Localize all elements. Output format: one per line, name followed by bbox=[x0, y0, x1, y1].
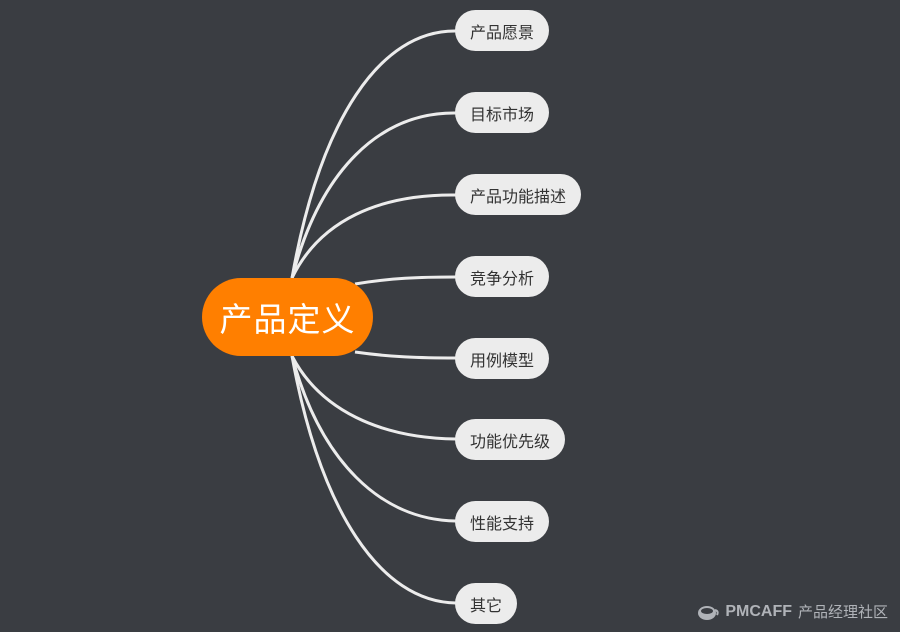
branch-node-product-vision[interactable]: 产品愿景 bbox=[455, 10, 550, 51]
branch-node-competitive-analysis[interactable]: 竞争分析 bbox=[455, 256, 550, 297]
branch-node-label: 功能优先级 bbox=[470, 431, 551, 451]
watermark-tagline: 产品经理社区 bbox=[797, 603, 888, 621]
branch-node-label: 用例模型 bbox=[470, 350, 535, 370]
branch-node-label: 其它 bbox=[470, 595, 503, 615]
branch-node-label: 竞争分析 bbox=[470, 268, 535, 288]
branch-node-use-case-model[interactable]: 用例模型 bbox=[455, 338, 550, 379]
branch-node-label: 产品愿景 bbox=[470, 22, 535, 42]
connector-line bbox=[354, 350, 457, 360]
branch-node-label: 目标市场 bbox=[470, 104, 535, 124]
connector-line bbox=[290, 29, 457, 279]
connector-line bbox=[290, 355, 457, 441]
coffee-cup-icon bbox=[698, 605, 719, 620]
connector-line bbox=[290, 355, 457, 605]
branch-node-label: 性能支持 bbox=[470, 513, 535, 533]
root-node-label: 产品定义 bbox=[219, 300, 356, 339]
branch-node-label: 产品功能描述 bbox=[470, 186, 567, 206]
branch-node-feature-priority[interactable]: 功能优先级 bbox=[455, 419, 566, 460]
watermark-brand: PMCAFF bbox=[725, 602, 792, 620]
connector-line bbox=[354, 275, 457, 286]
branch-node-feature-description[interactable]: 产品功能描述 bbox=[455, 174, 582, 215]
watermark: PMCAFF 产品经理社区 bbox=[697, 601, 888, 622]
connector-line bbox=[290, 111, 457, 279]
branch-node-target-market[interactable]: 目标市场 bbox=[455, 92, 550, 133]
connector-line bbox=[290, 193, 457, 279]
connector-line bbox=[290, 355, 457, 523]
branch-node-other[interactable]: 其它 bbox=[455, 583, 518, 624]
branch-node-performance-support[interactable]: 性能支持 bbox=[455, 501, 550, 542]
root-node[interactable]: 产品定义 bbox=[202, 278, 373, 356]
